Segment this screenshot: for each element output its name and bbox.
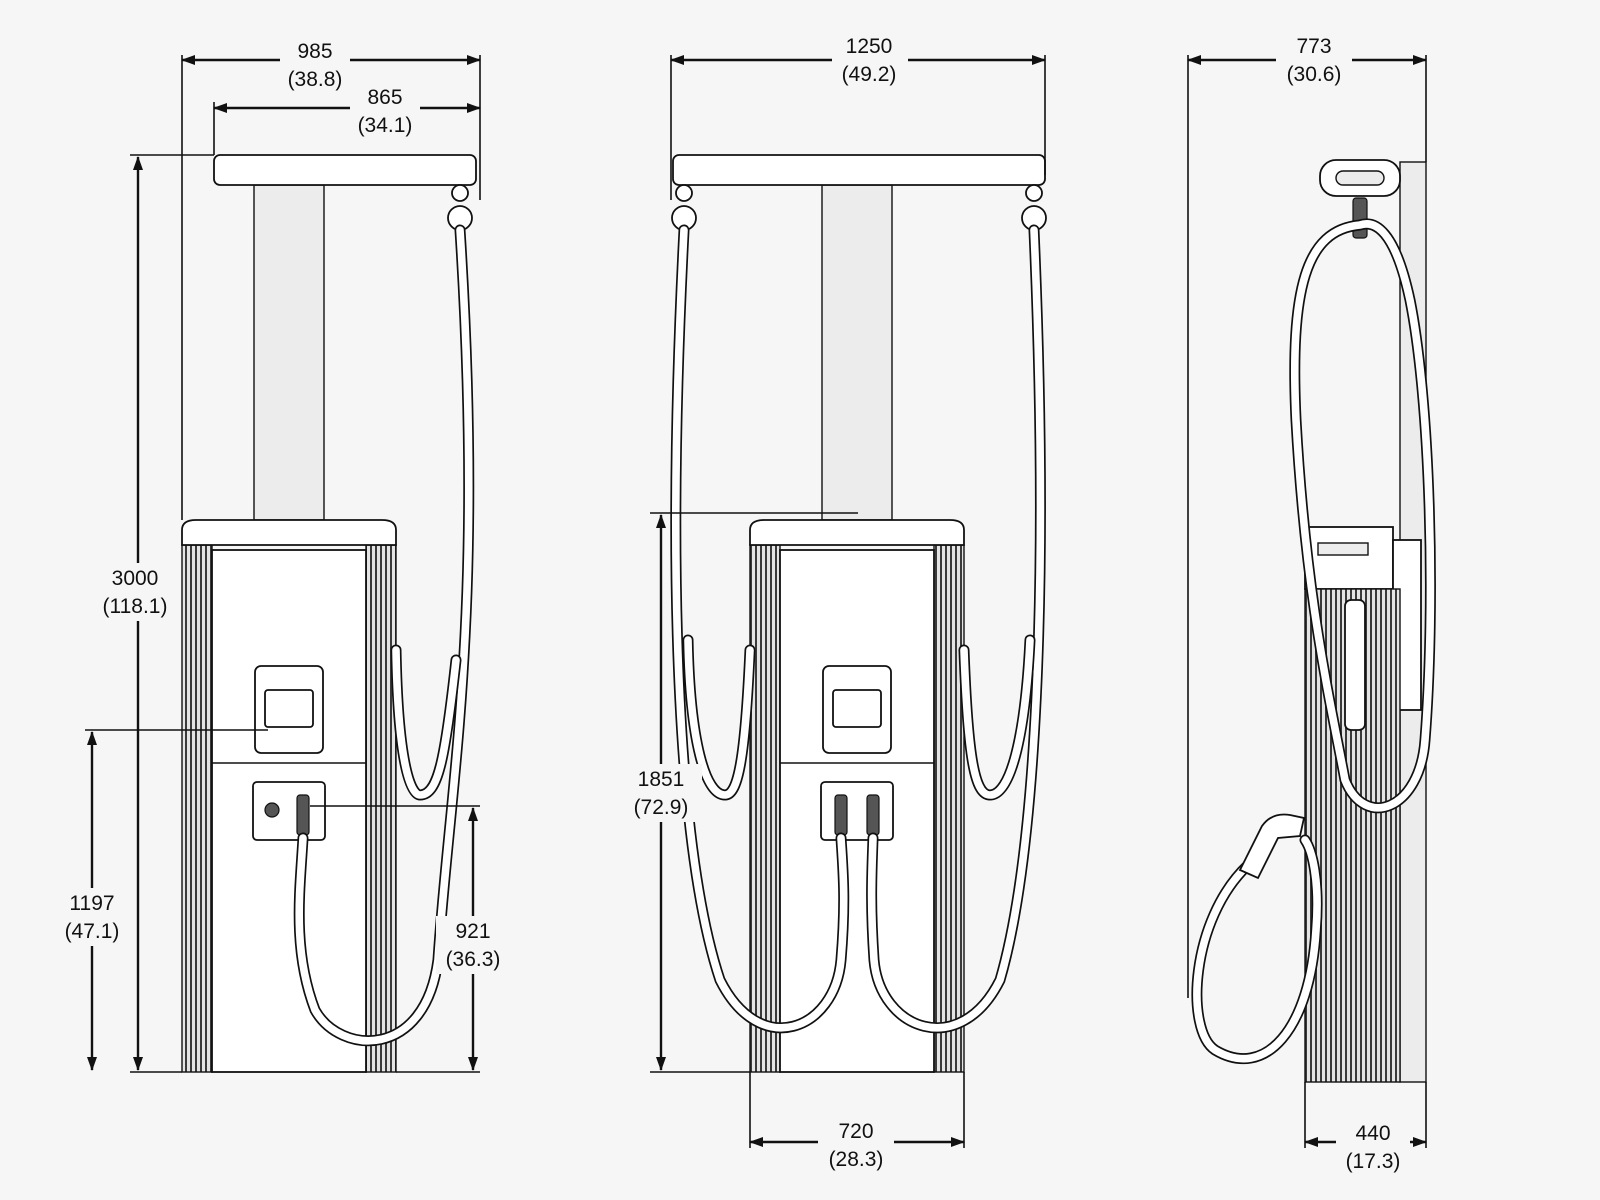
right-charging-cable <box>867 226 1045 1032</box>
dim-3000-mm: 3000 <box>112 567 159 590</box>
support-column <box>821 184 893 521</box>
cable-hanger <box>451 184 469 202</box>
dim-773-in: (30.6) <box>1287 63 1342 86</box>
cabinet-top <box>181 519 397 546</box>
single-cable-front-view <box>181 154 477 1073</box>
right-cable-loop <box>960 636 1034 799</box>
plugged-connector-right <box>866 794 880 836</box>
dim-865-mm: 865 <box>367 86 402 109</box>
plugged-connector <box>296 794 310 836</box>
dim-921-in: (36.3) <box>446 948 501 971</box>
cabinet-top <box>749 519 965 546</box>
dim-440-mm: 440 <box>1355 1122 1390 1145</box>
dim-1197-mm: 1197 <box>69 892 114 915</box>
dim-985-in: (38.8) <box>288 68 343 91</box>
handheld-connector <box>1238 813 1306 880</box>
dim-440-in: (17.3) <box>1346 1150 1401 1173</box>
side-holster <box>1344 599 1366 731</box>
dim-865-in: (34.1) <box>358 114 413 137</box>
dim-773-mm: 773 <box>1296 35 1331 58</box>
dim-921-mm: 921 <box>455 920 490 943</box>
connector-holster <box>252 781 326 841</box>
dimension-lines <box>56 31 1427 1174</box>
dim-3000-in: (118.1) <box>103 595 168 618</box>
dim-720-in: (28.3) <box>829 1148 884 1171</box>
left-ribbed-side <box>181 544 213 1073</box>
cabinet-top <box>1304 526 1394 590</box>
connector-holster <box>820 781 894 841</box>
right-ribbed-side <box>365 544 397 1073</box>
dim-1851-in: (72.9) <box>634 796 689 819</box>
dim-720-mm: 720 <box>838 1120 873 1143</box>
cable-loop <box>392 646 460 799</box>
right-ribbed-side <box>933 544 965 1073</box>
dual-cable-front-view <box>670 154 1047 1073</box>
dim-1250-in: (49.2) <box>842 63 897 86</box>
overhead-canopy <box>672 154 1046 186</box>
holster-connector <box>264 802 280 818</box>
charging-cable <box>295 226 473 1045</box>
dim-1851-mm: 1851 <box>638 768 685 791</box>
plugged-connector-left <box>834 794 848 836</box>
dim-1197-in: (47.1) <box>65 920 120 943</box>
support-column <box>253 184 325 521</box>
overhead-canopy <box>213 154 477 186</box>
dimension-labels: 985 (38.8) 865 (34.1) 3000 (118.1) 1197 … <box>65 35 1401 1173</box>
dim-985-mm: 985 <box>297 40 332 63</box>
left-ribbed-side <box>749 544 781 1073</box>
hung-connector <box>1352 197 1368 239</box>
display-screen <box>264 689 314 728</box>
coiled-charging-cable <box>1290 220 1435 812</box>
dim-1250-mm: 1250 <box>846 35 893 58</box>
side-view <box>1191 159 1436 1083</box>
right-cable-hanger <box>1025 184 1043 202</box>
top-grille <box>1317 542 1369 556</box>
left-cable-hanger <box>675 184 693 202</box>
display-screen <box>832 689 882 728</box>
hanging-cable-loop <box>1193 836 1321 1063</box>
left-cable-loop <box>684 636 754 799</box>
canopy-slot <box>1335 170 1385 186</box>
left-charging-cable <box>672 226 848 1032</box>
